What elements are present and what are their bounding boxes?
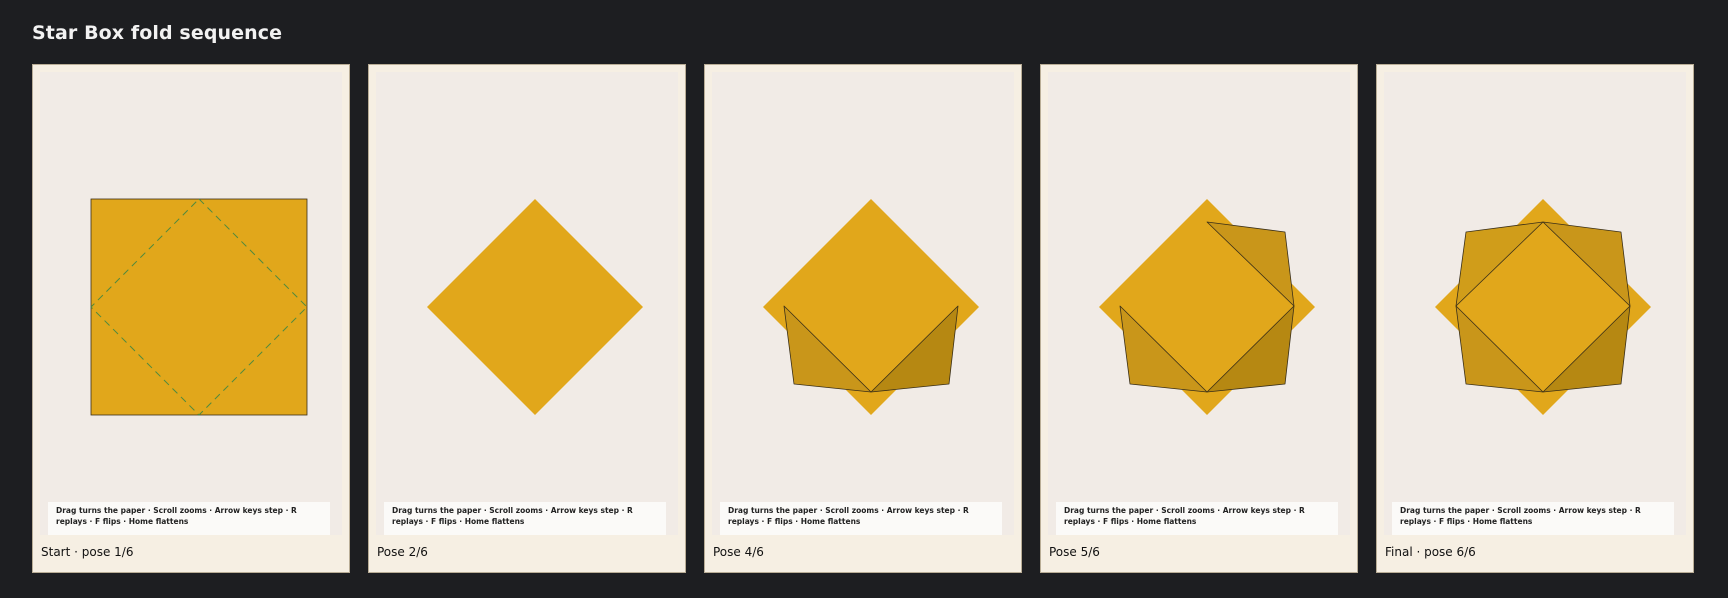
fold-canvas[interactable]: Drag turns the paper · Scroll zooms · Ar…	[1384, 72, 1686, 535]
fold-canvas[interactable]: Drag turns the paper · Scroll zooms · Ar…	[712, 72, 1014, 535]
flap-right	[1206, 221, 1295, 307]
pose-caption: Start · pose 1/6	[41, 545, 134, 559]
flap-bottom-left	[783, 305, 872, 393]
paper-square	[90, 198, 308, 416]
origami-drawing	[1099, 199, 1315, 415]
origami-drawing	[427, 199, 643, 415]
pose-caption: Pose 2/6	[377, 545, 428, 559]
fold-panel-pose-5: Drag turns the paper · Scroll zooms · Ar…	[1040, 64, 1358, 573]
flap-bottom-right	[870, 305, 959, 393]
controls-hint: Drag turns the paper · Scroll zooms · Ar…	[720, 502, 1002, 535]
fold-panel-pose-1: Drag turns the paper · Scroll zooms · Ar…	[32, 64, 350, 573]
fold-canvas[interactable]: Drag turns the paper · Scroll zooms · Ar…	[1048, 72, 1350, 535]
controls-hint: Drag turns the paper · Scroll zooms · Ar…	[1392, 502, 1674, 535]
pose-caption: Pose 5/6	[1049, 545, 1100, 559]
flap-bottom-right	[1542, 305, 1631, 393]
fold-panel-pose-4: Drag turns the paper · Scroll zooms · Ar…	[704, 64, 1022, 573]
origami-drawing	[1435, 199, 1651, 415]
fold-canvas[interactable]: Drag turns the paper · Scroll zooms · Ar…	[376, 72, 678, 535]
pose-caption: Pose 4/6	[713, 545, 764, 559]
crease-lines	[90, 198, 308, 416]
flap-bottom-right	[1206, 305, 1295, 393]
fold-panel-pose-2: Drag turns the paper · Scroll zooms · Ar…	[368, 64, 686, 573]
controls-hint: Drag turns the paper · Scroll zooms · Ar…	[384, 502, 666, 535]
fold-panel-final: Drag turns the paper · Scroll zooms · Ar…	[1376, 64, 1694, 573]
controls-hint: Drag turns the paper · Scroll zooms · Ar…	[1056, 502, 1338, 535]
origami-drawing	[763, 199, 979, 415]
page-title: Star Box fold sequence	[32, 22, 283, 44]
flap-bottom-left	[1455, 305, 1544, 393]
flap-bottom-left	[1119, 305, 1208, 393]
pose-caption: Final · pose 6/6	[1385, 545, 1476, 559]
flap-top-right	[1542, 221, 1631, 307]
origami-drawing	[90, 198, 308, 416]
fold-canvas[interactable]: Drag turns the paper · Scroll zooms · Ar…	[40, 72, 342, 535]
paper-diamond	[427, 199, 643, 415]
flap-top-left	[1455, 221, 1544, 307]
controls-hint: Drag turns the paper · Scroll zooms · Ar…	[48, 502, 330, 535]
